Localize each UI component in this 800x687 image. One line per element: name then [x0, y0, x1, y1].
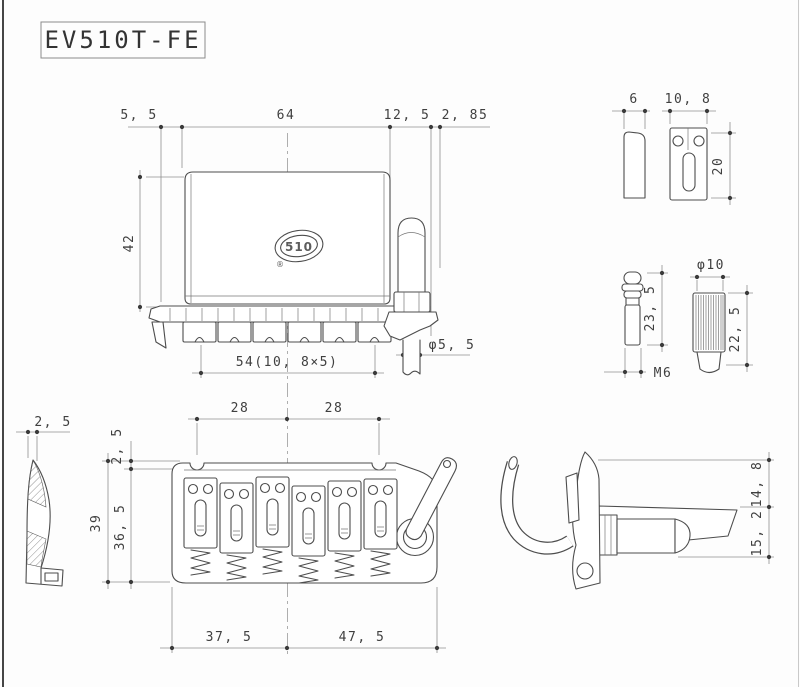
- title-box: EV510T-FE: [40, 21, 206, 59]
- top-view: 2, 5 39 36, 5 28 28 37, 5 47, 5: [89, 401, 458, 653]
- scan-border-left: [2, 0, 4, 687]
- dim-top-edge-step: 2, 5: [110, 427, 125, 464]
- saddle-top-view: 10, 8 20: [662, 92, 736, 205]
- registered-mark: ®: [276, 260, 284, 269]
- arm-socket: [383, 217, 439, 376]
- saddle: [182, 321, 217, 343]
- saddle: [217, 321, 252, 343]
- dim-blade-thickness: 2, 5: [34, 415, 71, 430]
- front-view: 5, 5 64 12, 5 2, 85 42 54(10, 8×5) φ5, 5…: [120, 108, 490, 378]
- saddle-side-view: 6: [612, 92, 650, 199]
- dim-bushing-length: 22, 5: [728, 306, 743, 353]
- dim-saddle-thickness: 6: [629, 92, 638, 107]
- blade-side-view: 2, 5: [16, 415, 71, 587]
- dim-side-lower-height: 15, 2: [750, 510, 765, 557]
- logo-brand: 510: [285, 240, 313, 254]
- arm-side-view: 14, 8 15, 2: [500, 451, 774, 590]
- saddle: [287, 321, 322, 343]
- dim-stud-length: 23, 5: [643, 285, 658, 332]
- dim-top-span-rear: 47, 5: [339, 630, 386, 645]
- dim-front-saddle-pitch: 54(10, 8×5): [236, 355, 339, 370]
- saddle: [252, 321, 287, 343]
- part-number: EV510T-FE: [44, 26, 201, 54]
- dim-saddle-length: 20: [711, 157, 726, 176]
- saddle: [322, 321, 357, 343]
- dim-stud-thread: M6: [654, 366, 673, 381]
- dim-front-arm-tip: 2, 85: [442, 108, 489, 123]
- dim-front-body-height: 42: [122, 234, 137, 253]
- stud-view: 23, 5 M6: [604, 265, 673, 381]
- dim-front-rod-dia: φ5, 5: [429, 338, 476, 353]
- dim-top-span-front: 37, 5: [206, 630, 253, 645]
- gotoh-510-logo: 510: [274, 229, 324, 263]
- dim-top-pitch-right: 28: [325, 401, 344, 416]
- dim-top-pitch-left: 28: [231, 401, 250, 416]
- bushing-view: φ10 22, 5: [690, 258, 753, 374]
- dim-top-overall-depth: 39: [89, 514, 104, 533]
- dim-front-arm-offset: 12, 5: [384, 108, 431, 123]
- dim-saddle-width: 10, 8: [665, 92, 712, 107]
- dim-side-upper-height: 14, 8: [750, 461, 765, 508]
- dim-top-inner-depth: 36, 5: [113, 504, 128, 551]
- dim-front-body-width: 64: [277, 108, 296, 123]
- dim-front-offset-left: 5, 5: [120, 108, 157, 123]
- scan-border-right: [798, 0, 799, 687]
- dim-bushing-dia: φ10: [697, 258, 725, 273]
